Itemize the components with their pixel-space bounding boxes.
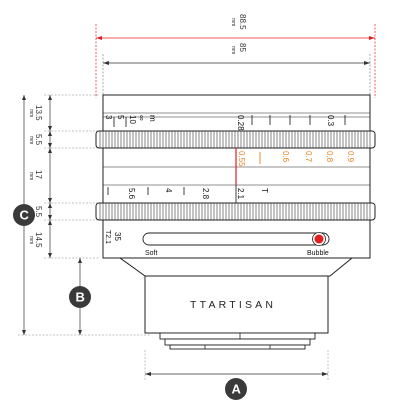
distance-label-3: 3 [104, 115, 113, 120]
overall-width-unit: mm [230, 18, 236, 26]
brand-name: TTARTISAN [190, 299, 276, 311]
section-dimensions: 13.5 mm 5.5 mm 17 mm 5.5 mm 14.5 mm [28, 94, 100, 259]
slider-label-soft: Soft [145, 250, 158, 257]
body-width-unit: mm [230, 46, 236, 54]
upper-grip-unit: mm [28, 136, 34, 144]
aperture-section: 0.55 0.6 0.7 0.8 0.9 5.6 4 2.8 2.1 T [102, 147, 371, 204]
overall-width-value: 88.5 [238, 14, 247, 30]
distance-label-m: m [148, 115, 157, 122]
lower-grip-value: 5.5 [34, 206, 43, 218]
stop-label-5-6: 5.6 [127, 188, 136, 200]
callout-b-label: B [76, 290, 85, 305]
aperture-label-0-7: 0.7 [304, 151, 313, 163]
lens-focal-marking: 35 [113, 232, 122, 241]
top-section-unit: mm [28, 109, 34, 117]
callout-a-badge: A [225, 378, 247, 400]
aperture-label-0-8: 0.8 [325, 151, 334, 163]
lens-tstop-marking: T2.1 [104, 230, 111, 244]
stop-label-2-8: 2.8 [201, 188, 210, 200]
distance-scale: m ∞ 10 5 3 0.28 0.3 [104, 115, 346, 131]
distance-label-0-28: 0.28 [236, 115, 245, 131]
body-width-value: 85 [238, 43, 247, 52]
aperture-section-value: 17 [34, 170, 43, 179]
upper-grip-value: 5.5 [34, 134, 43, 146]
distance-label-0-3: 0.3 [326, 115, 335, 127]
aperture-label-0-6: 0.6 [281, 151, 290, 163]
slider-label-bubble: Bubble [307, 250, 329, 257]
dimension-a [144, 350, 329, 380]
stop-label-t: T [260, 188, 269, 193]
aperture-label-0-55: 0.55 [237, 151, 246, 167]
distance-label-infinity: ∞ [137, 115, 146, 121]
bottom-section-unit: mm [28, 236, 34, 244]
callout-b-badge: B [69, 286, 91, 308]
lens-taper [118, 257, 354, 277]
body-width-dimension: 85 mm [102, 43, 371, 96]
lens-mount-barrel: TTARTISAN [144, 275, 329, 334]
lens-bottom-section: 35 T2.1 Soft Bubble [102, 219, 371, 259]
upper-grip-ring [95, 130, 376, 149]
distance-label-10: 10 [128, 115, 137, 124]
lens-mount-flange [159, 332, 316, 350]
distance-label-5: 5 [116, 115, 125, 120]
callout-c-badge: C [13, 204, 35, 226]
aperture-label-0-9: 0.9 [346, 151, 355, 163]
bottom-section-value: 14.5 [34, 232, 43, 248]
soft-bubble-slider-track[interactable] [142, 232, 330, 246]
lower-grip-ring [95, 202, 376, 221]
callout-a-label: A [232, 382, 242, 397]
overall-width-dimension: 88.5 mm [95, 14, 376, 98]
top-section-value: 13.5 [34, 105, 43, 121]
stop-label-4: 4 [164, 188, 173, 193]
stop-label-2-1: 2.1 [236, 188, 245, 200]
aperture-section-unit: mm [28, 172, 34, 180]
callout-c-label: C [20, 208, 30, 223]
slider-knob-center [314, 234, 324, 244]
